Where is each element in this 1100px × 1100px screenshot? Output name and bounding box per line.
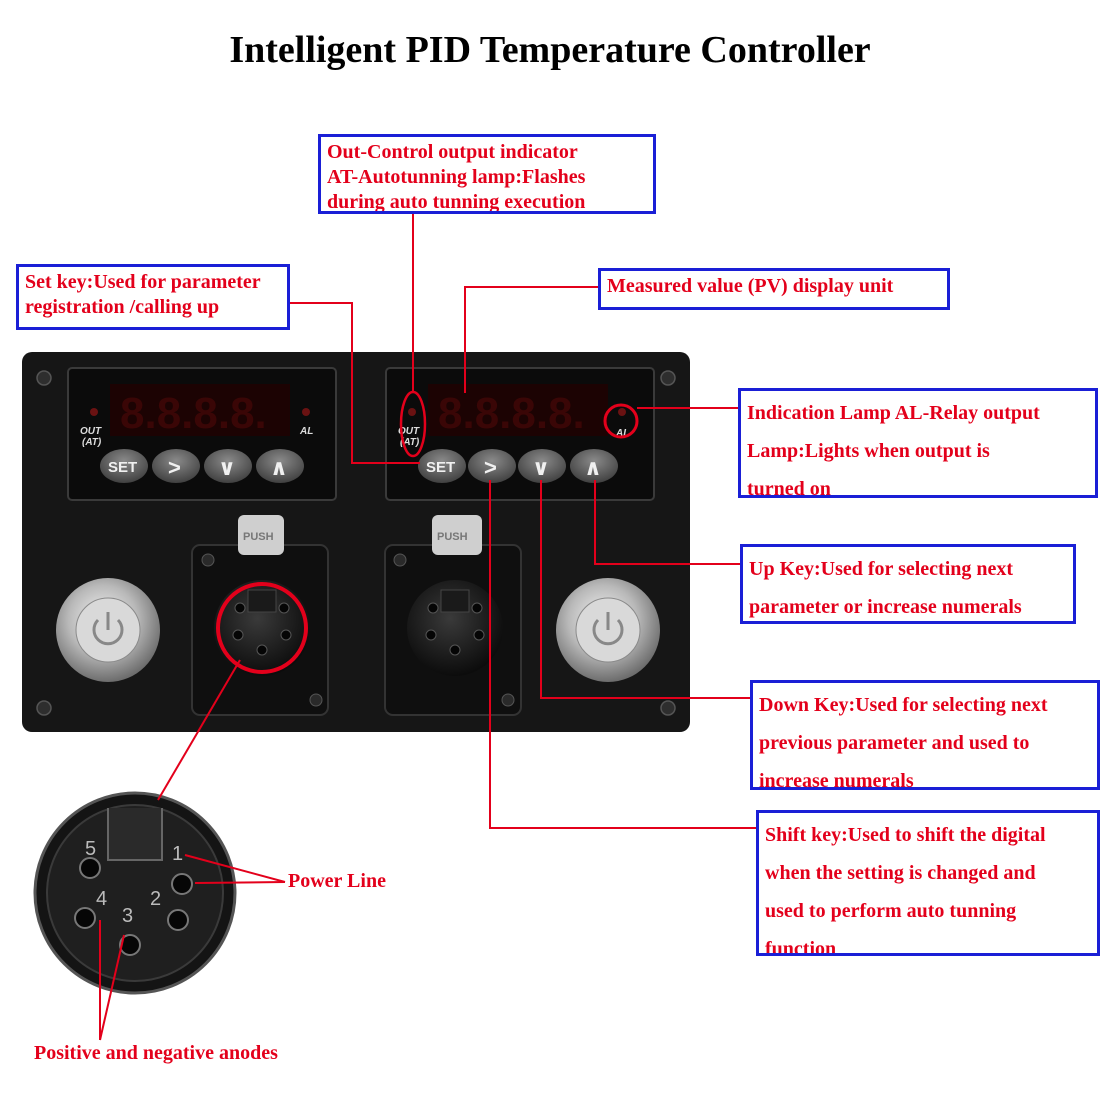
callout-al-lamp: Indication Lamp AL-Relay output Lamp:Lig… — [738, 388, 1098, 498]
callout-up-key: Up Key:Used for selecting next parameter… — [740, 544, 1076, 624]
callout-out-at: Out-Control output indicator AT-Autotunn… — [318, 134, 656, 214]
pin-2-label: 2 — [150, 888, 161, 910]
right-display-digits: 8.8.8.8. — [438, 389, 585, 438]
diagram-title: Intelligent PID Temperature Controller — [229, 29, 871, 71]
controller-right: 8.8.8.8. OUT (AT) AL SET > ∨ ∧ — [385, 367, 655, 501]
power-icon — [92, 618, 124, 646]
label-power-line: Power Line — [288, 870, 386, 892]
left-display-digits: 8.8.8.8. — [120, 389, 267, 438]
pin-4-label: 4 — [96, 888, 107, 910]
callout-pv-display: Measured value (PV) display unit — [598, 268, 950, 310]
socket-right: PUSH — [384, 515, 522, 716]
label-anodes: Positive and negative anodes — [34, 1042, 278, 1064]
right-up-button[interactable]: ∧ — [584, 455, 602, 480]
socket-left: PUSH — [191, 515, 329, 716]
right-shift-button[interactable]: > — [484, 455, 497, 480]
left-al-label: AL — [299, 426, 313, 437]
callout-down-key: Down Key:Used for selecting next previou… — [750, 680, 1100, 790]
power-icon — [592, 618, 624, 646]
right-out-label: OUT — [398, 426, 420, 437]
left-shift-button[interactable]: > — [168, 455, 181, 480]
panel-screws — [36, 370, 676, 716]
left-push-tab: PUSH — [243, 531, 274, 543]
callout-shift-key: Shift key:Used to shift the digital when… — [756, 810, 1100, 956]
pin-5-label: 5 — [85, 838, 96, 860]
right-down-button[interactable]: ∨ — [532, 455, 550, 480]
callout-set-key: Set key:Used for parameter registration … — [16, 264, 290, 330]
right-push-tab: PUSH — [437, 531, 468, 543]
left-out-label: OUT — [80, 426, 102, 437]
power-button-right[interactable] — [556, 578, 660, 682]
socket-closeup: 1 2 3 4 5 — [33, 791, 237, 995]
controller-left: 8.8.8.8. OUT (AT) AL SET > ∨ ∧ — [67, 367, 337, 501]
left-set-button[interactable]: SET — [108, 459, 137, 476]
right-set-button[interactable]: SET — [426, 459, 455, 476]
right-al-label: AL — [615, 428, 629, 439]
left-at-label: (AT) — [82, 437, 102, 448]
pin-1-label: 1 — [172, 843, 183, 865]
pin-3-label: 3 — [122, 905, 133, 927]
right-at-label: (AT) — [400, 437, 420, 448]
left-up-button[interactable]: ∧ — [270, 455, 288, 480]
leader-lines — [99, 212, 758, 1041]
power-button-left[interactable] — [56, 578, 160, 682]
left-down-button[interactable]: ∨ — [218, 455, 236, 480]
